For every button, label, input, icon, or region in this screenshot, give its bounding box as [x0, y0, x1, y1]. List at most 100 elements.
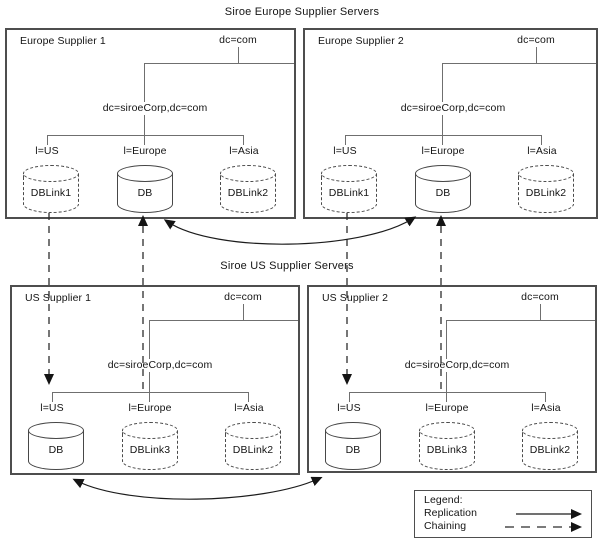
- cylinder-top: [28, 422, 84, 439]
- panel-us-supplier-1: US Supplier 1 dc=com dc=siroeCorp,dc=com…: [10, 285, 300, 475]
- legend-title: Legend:: [424, 494, 463, 506]
- cylinder-top: [225, 422, 281, 439]
- cylinder-top: [522, 422, 578, 439]
- branch-label: l=Asia: [527, 145, 557, 157]
- suffix-node-label: dc=siroeCorp,dc=com: [404, 359, 510, 371]
- cylinder-top: [415, 165, 471, 182]
- db-label: DBLink1: [328, 187, 370, 199]
- tree-line-branch-stub: [442, 135, 443, 145]
- tree-line-rail-branches: [349, 392, 546, 393]
- tree-line-branch-stub: [248, 392, 249, 402]
- database-cylinder: DB: [28, 422, 84, 470]
- branch-label: l=US: [35, 145, 59, 157]
- tree-line-root-stub: [536, 47, 537, 63]
- replication-arrow-europe-dbs: [163, 216, 417, 245]
- db-label: DBLink3: [426, 444, 468, 456]
- database-link-cylinder: DBLink2: [220, 165, 276, 213]
- db-label: DB: [137, 187, 153, 199]
- legend-box: Legend: Replication Chaining: [414, 490, 592, 538]
- branch-label: l=US: [40, 402, 64, 414]
- tree-line-branch-stub: [545, 392, 546, 402]
- tree-line-root-stub: [238, 47, 239, 63]
- root-node-label: dc=com: [517, 34, 555, 46]
- legend-item-chaining: Chaining: [424, 520, 467, 532]
- suffix-node-label: dc=siroeCorp,dc=com: [107, 359, 213, 371]
- db-label: DBLink2: [529, 444, 571, 456]
- db-label: DBLink2: [232, 444, 274, 456]
- tree-line-rail-top: [442, 63, 596, 64]
- branch-label: l=Europe: [128, 402, 172, 414]
- tree-line-suffix-stub: [446, 372, 447, 392]
- panel-europe-supplier-2: Europe Supplier 2 dc=com dc=siroeCorp,dc…: [303, 28, 598, 219]
- tree-line-vertical: [144, 63, 145, 102]
- db-label: DBLink1: [30, 187, 72, 199]
- panel-title: Europe Supplier 2: [318, 35, 404, 47]
- tree-line-branch-stub: [541, 135, 542, 145]
- tree-line-branch-stub: [446, 392, 447, 402]
- tree-line-branch-stub: [149, 392, 150, 402]
- tree-line-branch-stub: [243, 135, 244, 145]
- tree-line-vertical: [442, 63, 443, 102]
- database-link-cylinder: DBLink3: [122, 422, 178, 470]
- tree-line-branch-stub: [349, 392, 350, 402]
- cylinder-top: [321, 165, 377, 182]
- tree-line-branch-stub: [345, 135, 346, 145]
- branch-label: l=Asia: [229, 145, 259, 157]
- database-cylinder: DB: [415, 165, 471, 213]
- tree-line-suffix-stub: [144, 115, 145, 135]
- tree-line-rail-branches: [52, 392, 249, 393]
- panel-europe-supplier-1: Europe Supplier 1 dc=com dc=siroeCorp,dc…: [5, 28, 296, 219]
- database-link-cylinder: DBLink1: [321, 165, 377, 213]
- panel-title: US Supplier 1: [25, 292, 92, 304]
- replication-arrow-us-dbs: [72, 476, 323, 500]
- cylinder-top: [518, 165, 574, 182]
- tree-line-root-stub: [540, 304, 541, 320]
- panel-us-supplier-2: US Supplier 2 dc=com dc=siroeCorp,dc=com…: [307, 285, 597, 473]
- tree-line-rail-top: [446, 320, 595, 321]
- legend-item-replication: Replication: [424, 507, 478, 519]
- tree-line-branch-stub: [47, 135, 48, 145]
- db-label: DBLink3: [129, 444, 171, 456]
- database-cylinder: DB: [325, 422, 381, 470]
- tree-line-rail-top: [149, 320, 298, 321]
- db-label: DBLink2: [525, 187, 567, 199]
- suffix-node-label: dc=siroeCorp,dc=com: [400, 102, 506, 114]
- root-node-label: dc=com: [521, 291, 559, 303]
- db-label: DB: [345, 444, 361, 456]
- tree-line-vertical: [446, 320, 447, 359]
- tree-line-branch-stub: [52, 392, 53, 402]
- cylinder-top: [122, 422, 178, 439]
- tree-line-vertical: [149, 320, 150, 359]
- branch-label: l=Europe: [425, 402, 469, 414]
- cylinder-top: [325, 422, 381, 439]
- cylinder-top: [23, 165, 79, 182]
- branch-label: l=Europe: [123, 145, 167, 157]
- section-title-us: Siroe US Supplier Servers: [220, 260, 354, 272]
- cylinder-top: [117, 165, 173, 182]
- database-link-cylinder: DBLink2: [518, 165, 574, 213]
- root-node-label: dc=com: [224, 291, 262, 303]
- branch-label: l=US: [337, 402, 361, 414]
- tree-line-suffix-stub: [149, 372, 150, 392]
- database-link-cylinder: DBLink2: [225, 422, 281, 470]
- database-link-cylinder: DBLink2: [522, 422, 578, 470]
- tree-line-suffix-stub: [442, 115, 443, 135]
- branch-label: l=US: [333, 145, 357, 157]
- db-label: DBLink2: [227, 187, 269, 199]
- root-node-label: dc=com: [219, 34, 257, 46]
- tree-line-rail-top: [144, 63, 294, 64]
- section-title-europe: Siroe Europe Supplier Servers: [224, 6, 380, 18]
- database-link-cylinder: DBLink3: [419, 422, 475, 470]
- panel-title: US Supplier 2: [322, 292, 389, 304]
- tree-line-rail-branches: [345, 135, 542, 136]
- panel-title: Europe Supplier 1: [20, 35, 106, 47]
- database-cylinder: DB: [117, 165, 173, 213]
- db-label: DB: [48, 444, 64, 456]
- tree-line-rail-branches: [47, 135, 244, 136]
- branch-label: l=Asia: [234, 402, 264, 414]
- branch-label: l=Europe: [421, 145, 465, 157]
- db-label: DB: [435, 187, 451, 199]
- cylinder-top: [419, 422, 475, 439]
- database-link-cylinder: DBLink1: [23, 165, 79, 213]
